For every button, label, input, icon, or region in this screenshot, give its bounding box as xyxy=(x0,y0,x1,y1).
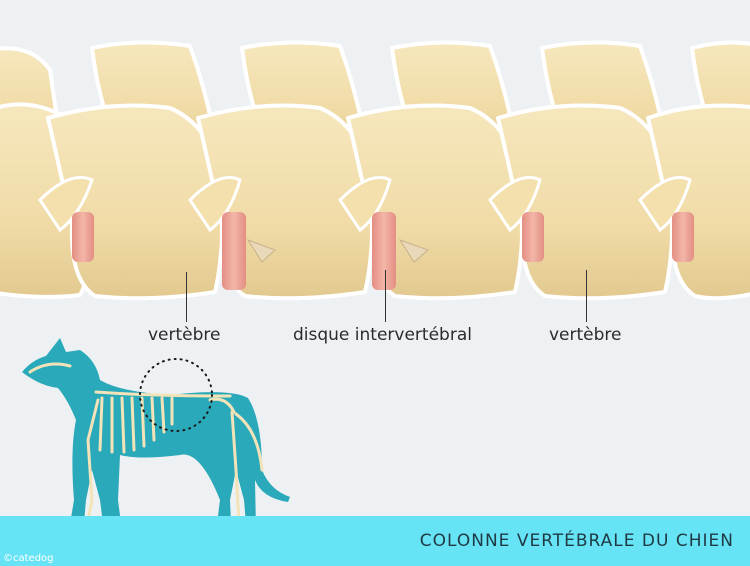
leader-disc xyxy=(385,270,386,322)
label-intervertebral-disc: disque intervertébral xyxy=(293,325,472,345)
disc-1 xyxy=(72,212,94,262)
footer-bar: COLONNE VERTÉBRALE DU CHIEN xyxy=(0,516,750,566)
label-vertebra-left: vertèbre xyxy=(148,325,221,345)
leader-vertebra-left xyxy=(186,272,187,322)
leader-vertebra-right xyxy=(586,270,587,322)
dog-silhouette xyxy=(22,338,290,548)
spinous-processes xyxy=(0,40,750,152)
footer-title: COLONNE VERTÉBRALE DU CHIEN xyxy=(419,531,734,551)
label-vertebra-right: vertèbre xyxy=(549,325,622,345)
articular-processes xyxy=(38,176,692,233)
disc-3 xyxy=(372,212,396,290)
disc-4 xyxy=(522,212,544,262)
copyright-notice: ©catedog xyxy=(3,553,54,564)
intervertebral-discs xyxy=(72,212,694,290)
disc-5 xyxy=(672,212,694,262)
disc-2 xyxy=(222,212,246,290)
spine-highlight-circle xyxy=(139,358,213,432)
foramina xyxy=(246,239,429,263)
